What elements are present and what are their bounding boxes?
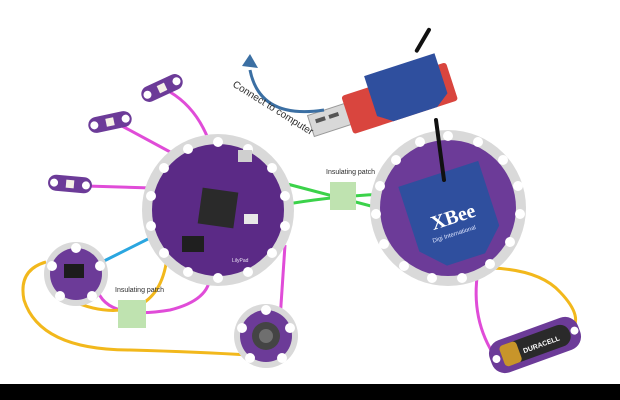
- insulating-patch-bottom: [118, 300, 146, 328]
- led-board-middle: [88, 111, 132, 133]
- battery-holder: DURACELL: [488, 316, 582, 374]
- insulating-patch-top: [330, 182, 356, 210]
- wire-led-bottom: [85, 184, 153, 190]
- led-board-top: [141, 74, 183, 102]
- wire-green-upper: [271, 178, 387, 212]
- insulating-patch-label-bottom: Insulating patch: [115, 287, 164, 294]
- xbee-lilypad-board: XBee Digi International: [370, 118, 526, 286]
- wire-yellow-left: [21, 260, 249, 357]
- connect-arrow: [248, 69, 325, 114]
- xbee-board-pins: [371, 131, 525, 283]
- usb-xbee-dongle: [306, 27, 458, 138]
- buzzer-board: [234, 304, 298, 368]
- main-board-pins: [146, 137, 290, 283]
- connect-to-computer-label: Connect to computer: [230, 79, 315, 138]
- connect-arrow-head: [242, 54, 258, 68]
- insulating-patch-label-top: Insulating patch: [326, 169, 375, 176]
- xbee-antenna: [434, 118, 446, 182]
- lilypad-main-board: LilyPad: [142, 134, 294, 286]
- wire-switch-magenta: [96, 274, 212, 315]
- led-board-bottom: [48, 174, 92, 194]
- main-board-brand: LilyPad: [232, 258, 249, 264]
- switch-board: [44, 242, 108, 306]
- bottom-black-bar: [0, 384, 620, 400]
- wire-buzzer: [278, 244, 287, 321]
